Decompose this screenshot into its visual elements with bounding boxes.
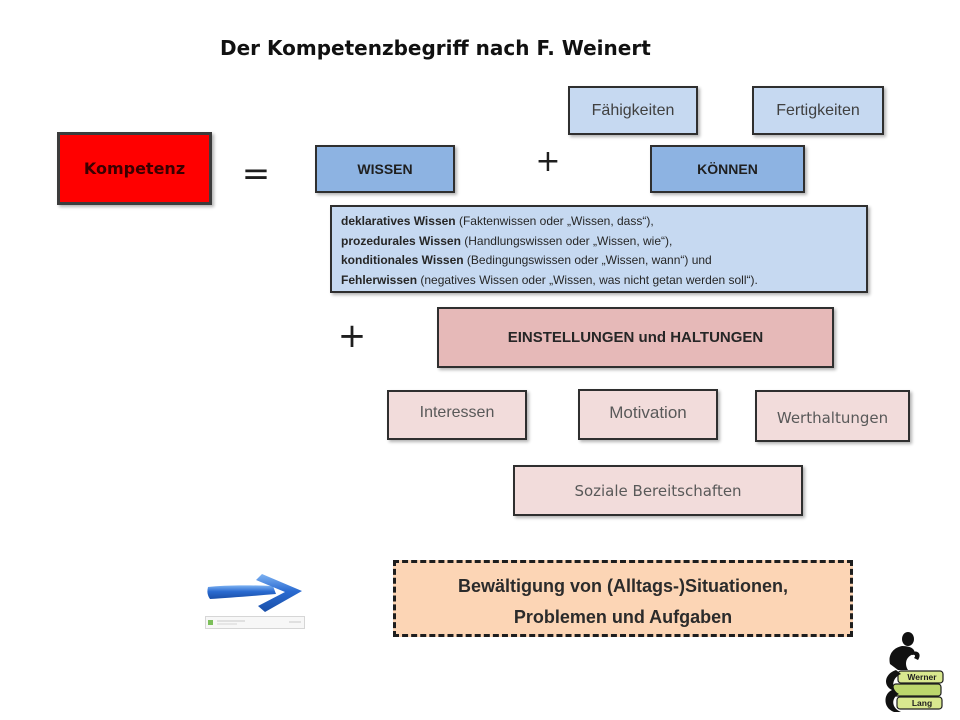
result-box: Bewältigung von (Alltags-)Situationen, P… — [393, 560, 853, 637]
interessen-label: Interessen — [419, 404, 495, 421]
list-item-desc: (Handlungswissen oder „Wissen, wie“), — [460, 233, 673, 248]
soziale-bereitschaften-label: Soziale Bereitschaften — [574, 481, 742, 500]
logo-book-bottom: Lang — [912, 698, 932, 708]
motivation-label: Motivation — [609, 402, 687, 422]
plus-sign-einstellungen: + — [337, 316, 367, 356]
motivation-box: Motivation — [578, 389, 718, 440]
list-item: Fehlerwissen (negatives Wissen oder „Wis… — [341, 271, 866, 291]
page-title: Der Kompetenzbegriff nach F. Weinert — [220, 36, 651, 60]
list-item-term: prozedurales Wissen — [341, 233, 461, 248]
list-item-desc: (negatives Wissen oder „Wissen, was nich… — [417, 272, 758, 287]
equals-sign: = — [241, 154, 271, 194]
result-line-1: Bewältigung von (Alltags-)Situationen, — [458, 576, 788, 596]
list-item-desc: (Faktenwissen oder „Wissen, dass“), — [455, 214, 654, 228]
wissen-label: WISSEN — [357, 161, 413, 177]
result-line-2: Problemen und Aufgaben — [513, 607, 733, 627]
list-item: konditionales Wissen (Bedingungswissen o… — [341, 251, 866, 271]
wissen-box: WISSEN — [315, 145, 455, 193]
right-arrow-icon — [207, 574, 302, 612]
kompetenz-box: Kompetenz — [57, 132, 212, 205]
thumbnail-strip — [205, 616, 305, 629]
kompetenz-label: Kompetenz — [83, 159, 186, 178]
plus-sign-wissen-koennen: + — [535, 144, 561, 179]
list-item: prozedurales Wissen (Handlungswissen ode… — [341, 232, 866, 252]
faehigkeiten-label: Fähigkeiten — [591, 101, 675, 119]
list-item-term: deklaratives Wissen — [341, 214, 456, 228]
list-item-term: konditionales Wissen — [341, 253, 464, 267]
interessen-box: Interessen — [387, 390, 527, 440]
wissen-types-list: deklaratives Wissen (Faktenwissen oder „… — [330, 205, 868, 293]
faehigkeiten-box: Fähigkeiten — [568, 86, 698, 135]
logo-book-top: Werner — [907, 672, 937, 682]
fertigkeiten-label: Fertigkeiten — [776, 101, 860, 119]
list-item-term: Fehlerwissen — [341, 272, 418, 287]
koennen-box: KÖNNEN — [650, 145, 805, 193]
list-item-desc: (Bedingungswissen oder „Wissen, wann“) u… — [463, 253, 712, 267]
soziale-bereitschaften-box: Soziale Bereitschaften — [513, 465, 803, 516]
einstellungen-box: EINSTELLUNGEN und HALTUNGEN — [437, 307, 834, 368]
einstellungen-label: EINSTELLUNGEN und HALTUNGEN — [507, 329, 764, 346]
koennen-label: KÖNNEN — [697, 161, 758, 177]
list-item: deklaratives Wissen (Faktenwissen oder „… — [341, 212, 866, 232]
werthaltungen-label: Werthaltungen — [776, 409, 889, 427]
fertigkeiten-box: Fertigkeiten — [752, 86, 884, 135]
thinker-books-logo: Werner Lang — [885, 632, 944, 712]
werthaltungen-box: Werthaltungen — [755, 390, 910, 442]
